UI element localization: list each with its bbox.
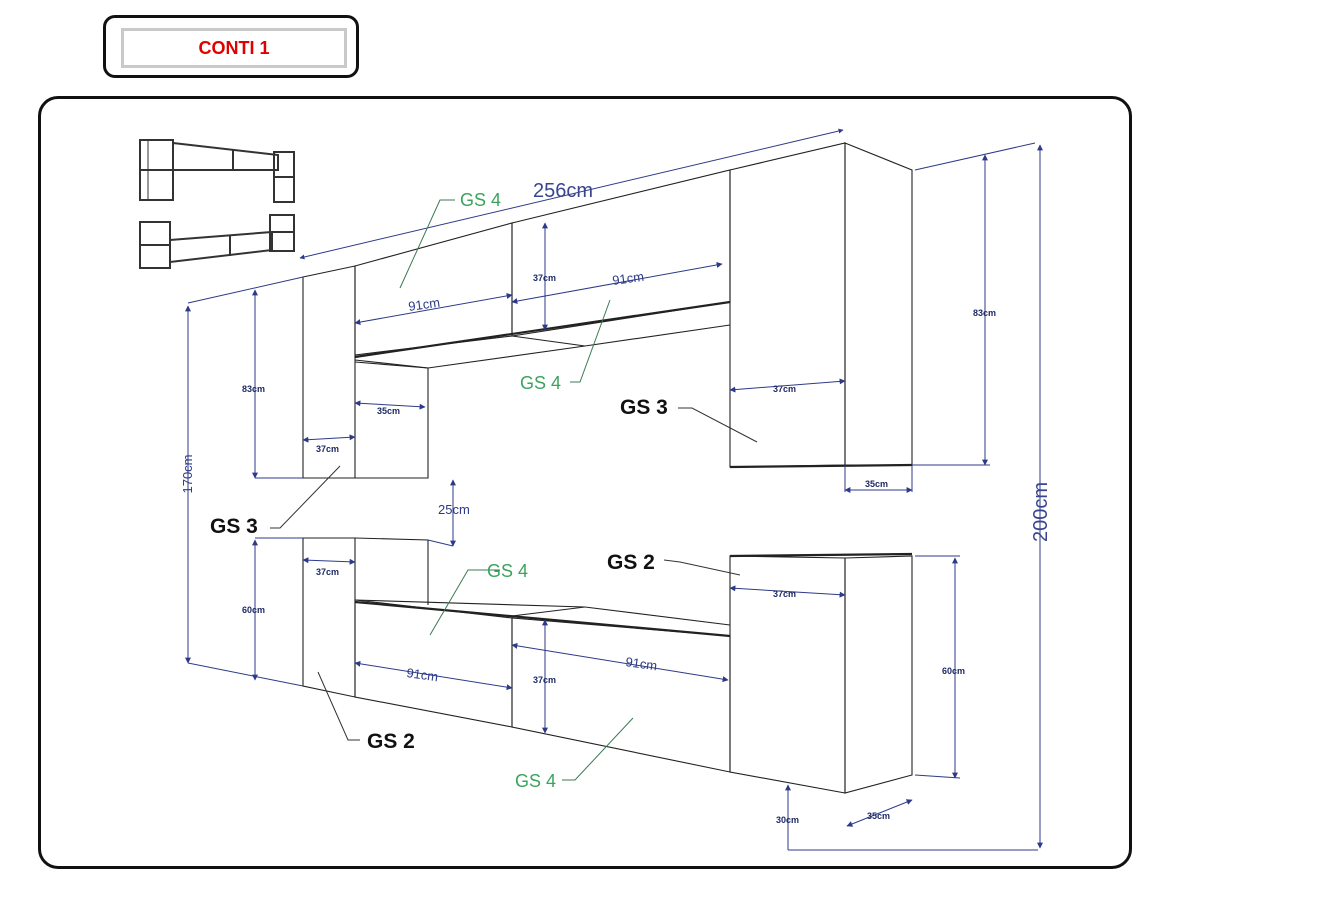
dim-floor-gap: 30cm [776, 815, 799, 825]
dim-top-mid-height: 37cm [533, 273, 556, 283]
title-inner-box: CONTI 1 [121, 28, 347, 68]
label-gs4-top-mid: GS 4 [520, 373, 561, 393]
thumbnail-top [139, 139, 295, 203]
dim-bottom-right-depth: 35cm [867, 811, 890, 821]
dim-top-left-height: 83cm [242, 384, 265, 394]
label-gs3-right: GS 3 [620, 396, 668, 419]
dim-total-width: 256cm [533, 180, 593, 202]
module-labels: GS 4 GS 4 GS 3 GS 3 GS 2 GS 4 GS 2 GS 4 [210, 190, 668, 791]
dim-top-right-width: 37cm [773, 384, 796, 394]
upper-right-cabinet [729, 142, 913, 469]
dim-bottom-mid-width: 91cm [625, 654, 659, 673]
dim-gap: 25cm [438, 502, 470, 517]
dim-left-height: 170cm [180, 454, 195, 493]
leader-lines [270, 199, 758, 781]
dim-bottom-right-width: 37cm [773, 589, 796, 599]
dim-total-height: 200cm [1030, 482, 1052, 542]
lower-right-cabinet [729, 552, 913, 794]
diagram-frame [38, 96, 1132, 869]
dim-bottom-mid-height: 37cm [533, 675, 556, 685]
dimension-labels: 256cm 200cm 170cm 91cm 91cm 37cm 83cm 35… [180, 180, 1052, 825]
label-gs4-top-left: GS 4 [460, 190, 501, 210]
dim-bottom-right-height: 60cm [942, 666, 965, 676]
label-gs3-left: GS 3 [210, 515, 258, 538]
label-gs2-left: GS 2 [367, 730, 415, 753]
dim-top-right-depth: 35cm [865, 479, 888, 489]
dim-top-right-height: 83cm [973, 308, 996, 318]
dim-bottom-left-depth: 37cm [316, 567, 339, 577]
dim-bottom-left-height: 60cm [242, 605, 265, 615]
dim-top-left-width: 91cm [407, 295, 441, 314]
label-gs2-right: GS 2 [607, 551, 655, 574]
label-gs4-bottom: GS 4 [515, 771, 556, 791]
title-box: CONTI 1 [103, 15, 359, 78]
dim-top-left-depth: 37cm [316, 444, 339, 454]
label-gs4-bottom-mid: GS 4 [487, 561, 528, 581]
dim-bottom-left-width: 91cm [406, 665, 440, 684]
dim-top-mid-width: 91cm [611, 269, 645, 288]
dim-top-open-depth: 35cm [377, 406, 400, 416]
upper-open-box [354, 359, 429, 479]
product-title: CONTI 1 [198, 37, 270, 58]
dimension-lines [185, 128, 1043, 851]
thumbnail-bottom [139, 214, 295, 269]
